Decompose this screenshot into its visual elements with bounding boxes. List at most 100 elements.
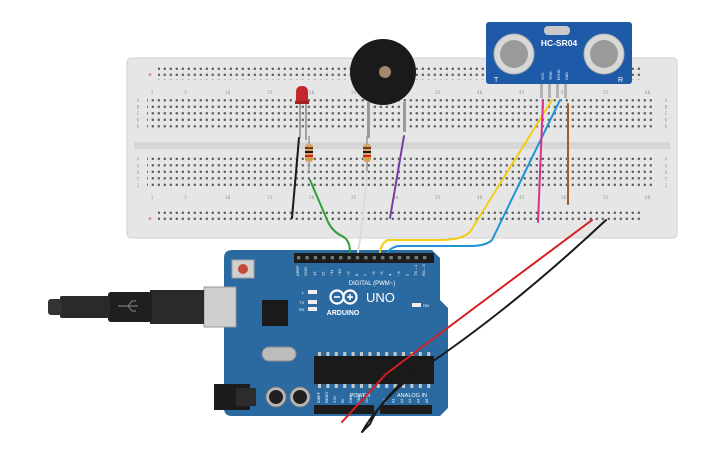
row-letter: A — [665, 98, 668, 104]
column-number: 1 — [151, 195, 154, 201]
column-number: 1 — [151, 90, 154, 96]
row-letter: H — [137, 170, 140, 176]
row-letter: G — [137, 164, 140, 170]
power-pin-label: Vin — [365, 398, 369, 403]
sensor-t-mark: T — [494, 77, 499, 84]
analog-pin-label: A5 — [425, 399, 429, 403]
piezo-buzzer — [350, 39, 416, 138]
digital-label: DIGITAL (PWM~) — [349, 281, 396, 287]
column-number: 15 — [267, 195, 273, 201]
usb-cable-plug — [150, 290, 204, 324]
row-letter: C — [137, 111, 140, 117]
buzzer-hole — [379, 66, 391, 78]
header-hole — [297, 256, 301, 260]
header-hole — [372, 256, 376, 260]
header-hole — [414, 256, 418, 260]
wire-yellow — [379, 99, 553, 253]
column-number: 60 — [645, 195, 651, 201]
usb-cable-cord — [60, 296, 110, 318]
analog-pin-label: A1 — [391, 399, 395, 403]
power-pin-label: RESET — [325, 390, 329, 403]
power-jack-barrel — [236, 388, 256, 406]
digital-header — [294, 253, 434, 263]
capacitor-right-top — [293, 390, 307, 404]
tx-led — [308, 300, 317, 304]
column-number: 55 — [603, 195, 609, 201]
column-number: 25 — [351, 90, 357, 96]
row-letter: A — [137, 98, 140, 104]
column-number: 50 — [561, 90, 567, 96]
buzzer-leg-2 — [403, 102, 406, 132]
power-pin-label: GND — [349, 395, 353, 403]
digital-pin-label: ~3 — [396, 271, 401, 276]
column-number: 35 — [435, 90, 441, 96]
capacitor-left-top — [269, 390, 283, 404]
column-number: 20 — [309, 90, 315, 96]
digital-pin-label: 2 — [404, 273, 409, 276]
sensor-pin-label: ECHO — [557, 69, 561, 80]
analog-pin-label: A2 — [400, 399, 404, 403]
reset-button-cap[interactable] — [238, 264, 248, 274]
tx-label: TX — [299, 300, 304, 305]
resistor-led — [305, 136, 313, 172]
row-letter: J — [137, 183, 140, 189]
sensor-pin-labels: VCC TRIG ECHO GND — [541, 69, 569, 80]
sensor-pin-label: TRIG — [549, 71, 553, 80]
digital-pin-label: ~10 — [337, 268, 342, 276]
sensor-r-mark: R — [618, 77, 623, 84]
sensor-model: HC-SR04 — [541, 38, 578, 48]
red-led — [295, 86, 309, 140]
rail-minus-mark: + — [148, 216, 152, 223]
column-number: 55 — [603, 90, 609, 96]
column-number: 30 — [393, 195, 399, 201]
digital-pin-label: ~5 — [379, 271, 384, 276]
sensor-pin-label: GND — [565, 72, 569, 80]
header-hole — [339, 256, 343, 260]
on-label: ON — [423, 303, 429, 308]
header-hole — [322, 256, 326, 260]
column-number: 10 — [225, 195, 231, 201]
header-hole — [406, 256, 410, 260]
arduino-logo — [329, 289, 358, 305]
aref-label: AREF — [295, 265, 300, 276]
column-number: 40 — [477, 195, 483, 201]
wire-purple-top — [389, 135, 405, 219]
digital-pin-label: ~6 — [371, 271, 376, 276]
power-header — [314, 405, 374, 414]
digital-pin-label: 4 — [388, 273, 393, 276]
column-number: 60 — [645, 90, 651, 96]
digital-pin-label: 7 — [362, 273, 367, 276]
row-letter: C — [665, 111, 668, 117]
rx-label: RX — [299, 307, 305, 312]
row-letter: D — [137, 118, 140, 124]
resistor-buzzer — [363, 136, 371, 172]
analog-pin-label: A3 — [408, 399, 412, 403]
digital-pin-label: RX←0 — [421, 263, 426, 276]
column-number: 50 — [561, 195, 567, 201]
usb-icon — [118, 300, 138, 312]
wire-pink — [537, 99, 544, 223]
power-label: POWER — [350, 393, 371, 399]
header-hole — [305, 256, 309, 260]
column-number: 5 — [184, 195, 187, 201]
receiver-mesh — [590, 40, 618, 68]
column-number: 5 — [184, 90, 187, 96]
header-hole — [381, 256, 385, 260]
header-hole — [313, 256, 318, 260]
led-body — [296, 86, 308, 102]
power-pin-label: GND — [357, 395, 361, 403]
header-hole — [389, 256, 393, 260]
sensor-crystal — [544, 26, 570, 35]
analog-pin-label: A4 — [417, 399, 421, 403]
crystal — [261, 346, 297, 362]
column-number: 10 — [225, 90, 231, 96]
digital-pin-label: 12 — [320, 271, 325, 276]
chip-pins — [318, 352, 431, 388]
sensor-pin-label: VCC — [541, 72, 545, 80]
column-number: 45 — [519, 90, 525, 96]
row-letter: G — [665, 164, 668, 170]
power-pin-label: IOREF — [317, 391, 321, 403]
usb-port — [203, 286, 237, 328]
